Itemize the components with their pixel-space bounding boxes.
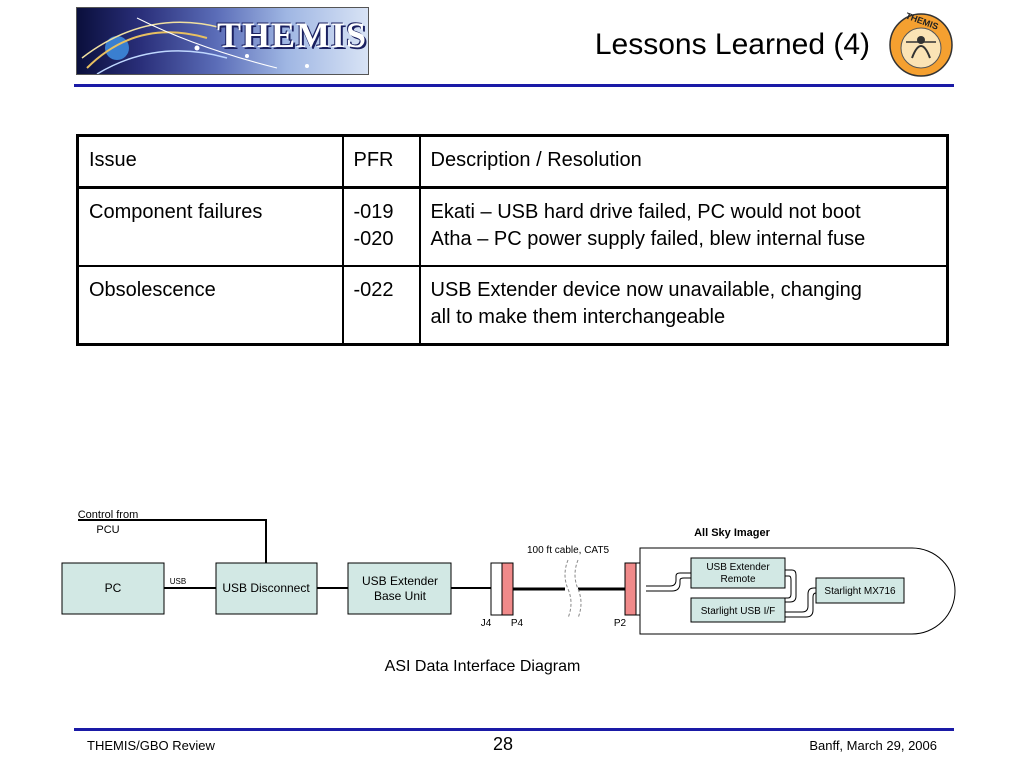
description-line: Ekati – USB hard drive failed, PC would … [430,201,861,223]
pfr-cell: -022 [341,265,421,346]
cable-break-mark [564,559,572,619]
page-title: Lessons Learned (4) [594,28,870,61]
connector-label: J4 [481,618,492,629]
usb-disconnect-label: USB Disconnect [222,581,310,595]
cable-label: 100 ft cable, CAT5 [527,545,610,556]
remote-label: USB Extender [706,562,770,573]
usb-extender-remote-box [690,557,786,589]
usb-disconnect-box [215,562,318,615]
control-label: PCU [96,524,119,536]
pc-box [61,562,165,615]
connector-j4 [490,562,503,616]
earth-globe [105,36,129,60]
internal-wire [646,577,691,592]
base-unit-label: Base Unit [374,589,427,603]
pfr-cell: -019 -020 [341,186,421,267]
themis-logo: THEMIS [76,7,369,75]
diagram-caption: ASI Data Interface Diagram [384,658,581,675]
issue-cell: Component failures [76,186,344,267]
description-line: USB Extender device now unavailable, cha… [430,279,862,301]
footer-left-text: THEMIS/GBO Review [87,738,215,753]
description-cell: Ekati – USB hard drive failed, PC would … [418,186,949,267]
connector-p2 [624,562,637,616]
page-number: 28 [492,734,514,754]
internal-wire [785,587,816,613]
pfr-value: -022 [353,279,394,301]
control-line [78,519,267,563]
table-row: Component failures -019 -020 Ekati – USB… [76,186,949,267]
connector-label: P4 [511,618,524,629]
logo-wordmark: THEMIS [217,15,368,55]
usb-if-label: Starlight USB I/F [701,606,775,617]
internal-wire [785,569,797,603]
control-label: Control from [78,509,139,521]
footer-date: Banff, March 29, 2006 [809,738,937,753]
connector-p4 [501,562,514,616]
connector-label: P2 [614,618,627,629]
starlight-usb-if-box [690,597,786,623]
pc-label: PC [105,581,122,595]
issue-cell: Obsolescence [76,265,344,346]
remote-label: Remote [720,574,755,585]
asi-interface-diagram: Control from PCU PC USB USB Disconnect U… [61,509,956,635]
base-unit-label: USB Extender [362,574,438,588]
table-header-row: Issue PFR Description / Resolution [76,134,949,189]
footer-divider [74,728,954,731]
camera-label: Starlight MX716 [824,586,896,597]
description-line: all to make them interchangeable [430,306,726,328]
pfr-value: -020 [353,228,394,250]
column-header-pfr: PFR [341,134,421,189]
column-header-description: Description / Resolution [418,134,949,189]
column-header-issue: Issue [76,134,344,189]
table-row: Obsolescence -022 USB Extender device no… [76,265,949,346]
internal-wire [785,575,792,599]
asi-housing [639,547,956,635]
header-divider [74,84,954,87]
cable-break-mark [574,559,582,619]
usb-extender-base-box [347,562,452,615]
usb-label: USB [170,577,186,586]
lessons-table: Issue PFR Description / Resolution Compo… [76,134,949,346]
internal-wire [646,572,691,587]
starlight-mx716-box [815,577,905,604]
description-cell: USB Extender device now unavailable, cha… [418,265,949,346]
themis-emblem-icon: THEMIS [889,12,953,77]
pfr-value: -019 [353,201,394,223]
description-line: Atha – PC power supply failed, blew inte… [430,228,866,250]
asi-label: All Sky Imager [694,527,771,539]
internal-wire [785,592,817,618]
magnetosphere-graphic [81,17,309,74]
